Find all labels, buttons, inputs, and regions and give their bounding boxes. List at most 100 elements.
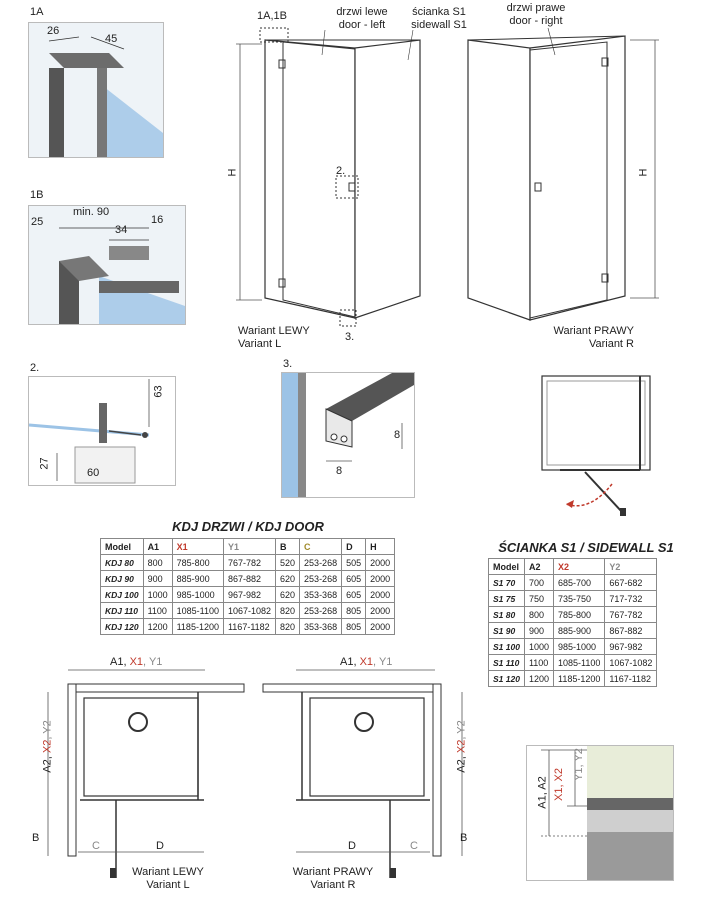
- right-variant-en: Variant R: [588, 338, 634, 350]
- plan-right-d: D: [348, 840, 356, 852]
- sidewall-label-en: sidewall S1: [411, 19, 467, 31]
- detail-1a-drawing: [29, 23, 163, 157]
- plan-right-side-a: A2,: [455, 756, 468, 773]
- detail-3-tag: 3.: [283, 358, 293, 370]
- sidewall-label-pl: ścianka S1: [412, 6, 466, 18]
- detail-1b-dim-34: 34: [115, 224, 128, 236]
- corner-detail-a: A1, A2: [536, 776, 549, 809]
- right-door-label: drzwi prawe door - right: [503, 2, 569, 28]
- detail-1a-dim-26: 26: [47, 25, 60, 37]
- sidewall-table-cell: 1185-1200: [552, 670, 606, 687]
- left-door-label-pl: drzwi lewe: [336, 6, 388, 18]
- sidewall-table-cell: S1 120: [488, 670, 525, 687]
- plan-right-side-x: X2: [455, 739, 468, 754]
- plan-right-top-dim: A1, X1, Y1: [340, 656, 392, 669]
- plan-left-top-y: , Y1: [143, 656, 163, 668]
- plan-left-variant-pl: Wariant LEWY: [132, 866, 204, 878]
- left-variant-pl: Wariant LEWY: [238, 325, 310, 337]
- detail-3-dim-8h: 8: [336, 465, 343, 477]
- detail-1a-tag: 1A: [30, 6, 44, 18]
- door-table-cell: 805: [341, 618, 367, 635]
- right-door-label-en: door - right: [509, 15, 563, 27]
- detail-1b: min. 90 34 16 25: [28, 205, 186, 325]
- detail-3-dim-8v: 8: [394, 429, 401, 441]
- door-table-cell: 820: [275, 618, 301, 635]
- door-table-header: D: [341, 538, 367, 555]
- plan-right-b: B: [460, 832, 468, 844]
- detail-3: 8 8: [281, 372, 415, 498]
- plan-right-variant-en: Variant R: [310, 879, 356, 891]
- detail-1b-dim-16: 16: [151, 214, 164, 226]
- detail-1a-dim-45: 45: [105, 33, 118, 45]
- plan-left-top-dim: A1, X1, Y1: [110, 656, 162, 669]
- door-table-cell: 1185-1200: [171, 618, 224, 635]
- plan-left-b: B: [32, 832, 40, 844]
- left-marker-2: 2.: [336, 165, 346, 177]
- plan-left-top-a: A1,: [110, 656, 127, 668]
- plan-right-top-y: , Y1: [373, 656, 393, 668]
- corner-detail-y: Y1, Y2: [572, 748, 585, 781]
- plan-right-c: C: [410, 840, 418, 852]
- sidewall-table-header: Model: [488, 558, 525, 575]
- plan-left-c: C: [92, 840, 100, 852]
- detail-1b-dim-min90: min. 90: [73, 206, 110, 218]
- plan-right-side-y: , Y2: [455, 720, 468, 740]
- sidewall-table-header: Y2: [604, 558, 658, 575]
- sidewall-table-cell: 1200: [523, 670, 554, 687]
- detail-2-drawing: [28, 377, 175, 485]
- left-marker-3: 3.: [345, 331, 355, 343]
- detail-2: 63 27 60: [28, 376, 176, 486]
- detail-3-drawing: [282, 373, 414, 497]
- door-table-header: A1: [142, 538, 173, 555]
- plan-right-top-x: X1: [359, 656, 374, 668]
- detail-1b-dim-25: 25: [31, 216, 44, 228]
- plan-right-side-dim: A2, X2, Y2: [456, 720, 469, 772]
- detail-1b-drawing: [59, 227, 185, 324]
- left-variant-en: Variant L: [238, 338, 282, 350]
- door-table-header: X1: [171, 538, 224, 555]
- left-view-tag: 1A,1B: [257, 10, 287, 22]
- plan-left-variant: Wariant LEWY Variant L: [128, 866, 208, 892]
- door-table-header-row: Model A1 X1 Y1 B C D H: [100, 538, 396, 555]
- detail-1a: 26 45: [28, 22, 164, 158]
- left-door-label: drzwi lewe door - left: [331, 6, 393, 32]
- door-table-cell: 353-368: [299, 618, 343, 635]
- plan-right-variant-pl: Wariant PRAWY: [292, 866, 374, 878]
- sidewall-table-header-row: Model A2 X2 Y2: [488, 558, 658, 575]
- plan-right-variant: Wariant PRAWY Variant R: [286, 866, 380, 892]
- detail-2-dim-60: 60: [87, 467, 100, 479]
- sidewall-label: ścianka S1 sidewall S1: [407, 6, 471, 32]
- right-variant-pl: Wariant PRAWY: [553, 325, 634, 337]
- left-door-label-en: door - left: [338, 19, 386, 31]
- corner-detail: A1, A2 X1, X2 Y1, Y2: [526, 745, 674, 881]
- door-table-title: KDJ DRZWI / KDJ DOOR: [172, 519, 324, 534]
- door-table-header: Y1: [222, 538, 277, 555]
- sidewall-table-cell: 1167-1182: [604, 670, 658, 687]
- corner-detail-x: X1, X2: [553, 767, 566, 802]
- plan-left-top-x: X1: [129, 656, 144, 668]
- sidewall-table-header: A2: [523, 558, 554, 575]
- plan-right-top-a: A1,: [340, 656, 357, 668]
- corner-detail-drawing: [541, 746, 673, 880]
- door-table-cell: 2000: [365, 618, 396, 635]
- right-variant: Wariant PRAWY Variant R: [544, 325, 634, 351]
- left-variant: Wariant LEWY Variant L: [238, 325, 310, 351]
- detail-2-tag: 2.: [30, 362, 40, 374]
- plan-left-variant-en: Variant L: [146, 879, 190, 891]
- right-door-label-pl: drzwi prawe: [506, 2, 566, 14]
